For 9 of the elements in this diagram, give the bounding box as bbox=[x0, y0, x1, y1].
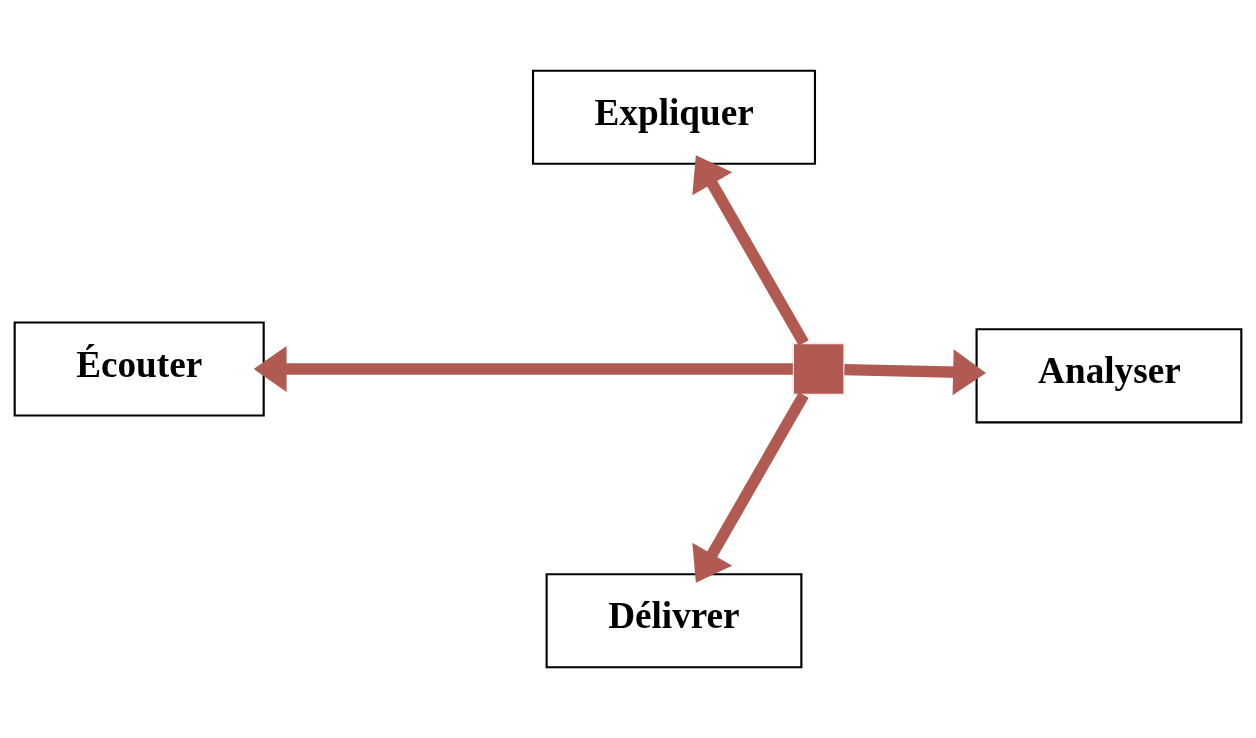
node-box: Écouter bbox=[13, 321, 265, 417]
node-cross bbox=[791, 342, 846, 396]
arrow bbox=[692, 155, 809, 346]
arrow bbox=[844, 349, 986, 396]
node-box: Délivrer bbox=[545, 573, 803, 669]
node-box: Expliquer bbox=[531, 69, 817, 165]
arrow bbox=[253, 346, 793, 393]
node-box: Analyser bbox=[975, 328, 1243, 424]
arrow bbox=[692, 392, 809, 583]
